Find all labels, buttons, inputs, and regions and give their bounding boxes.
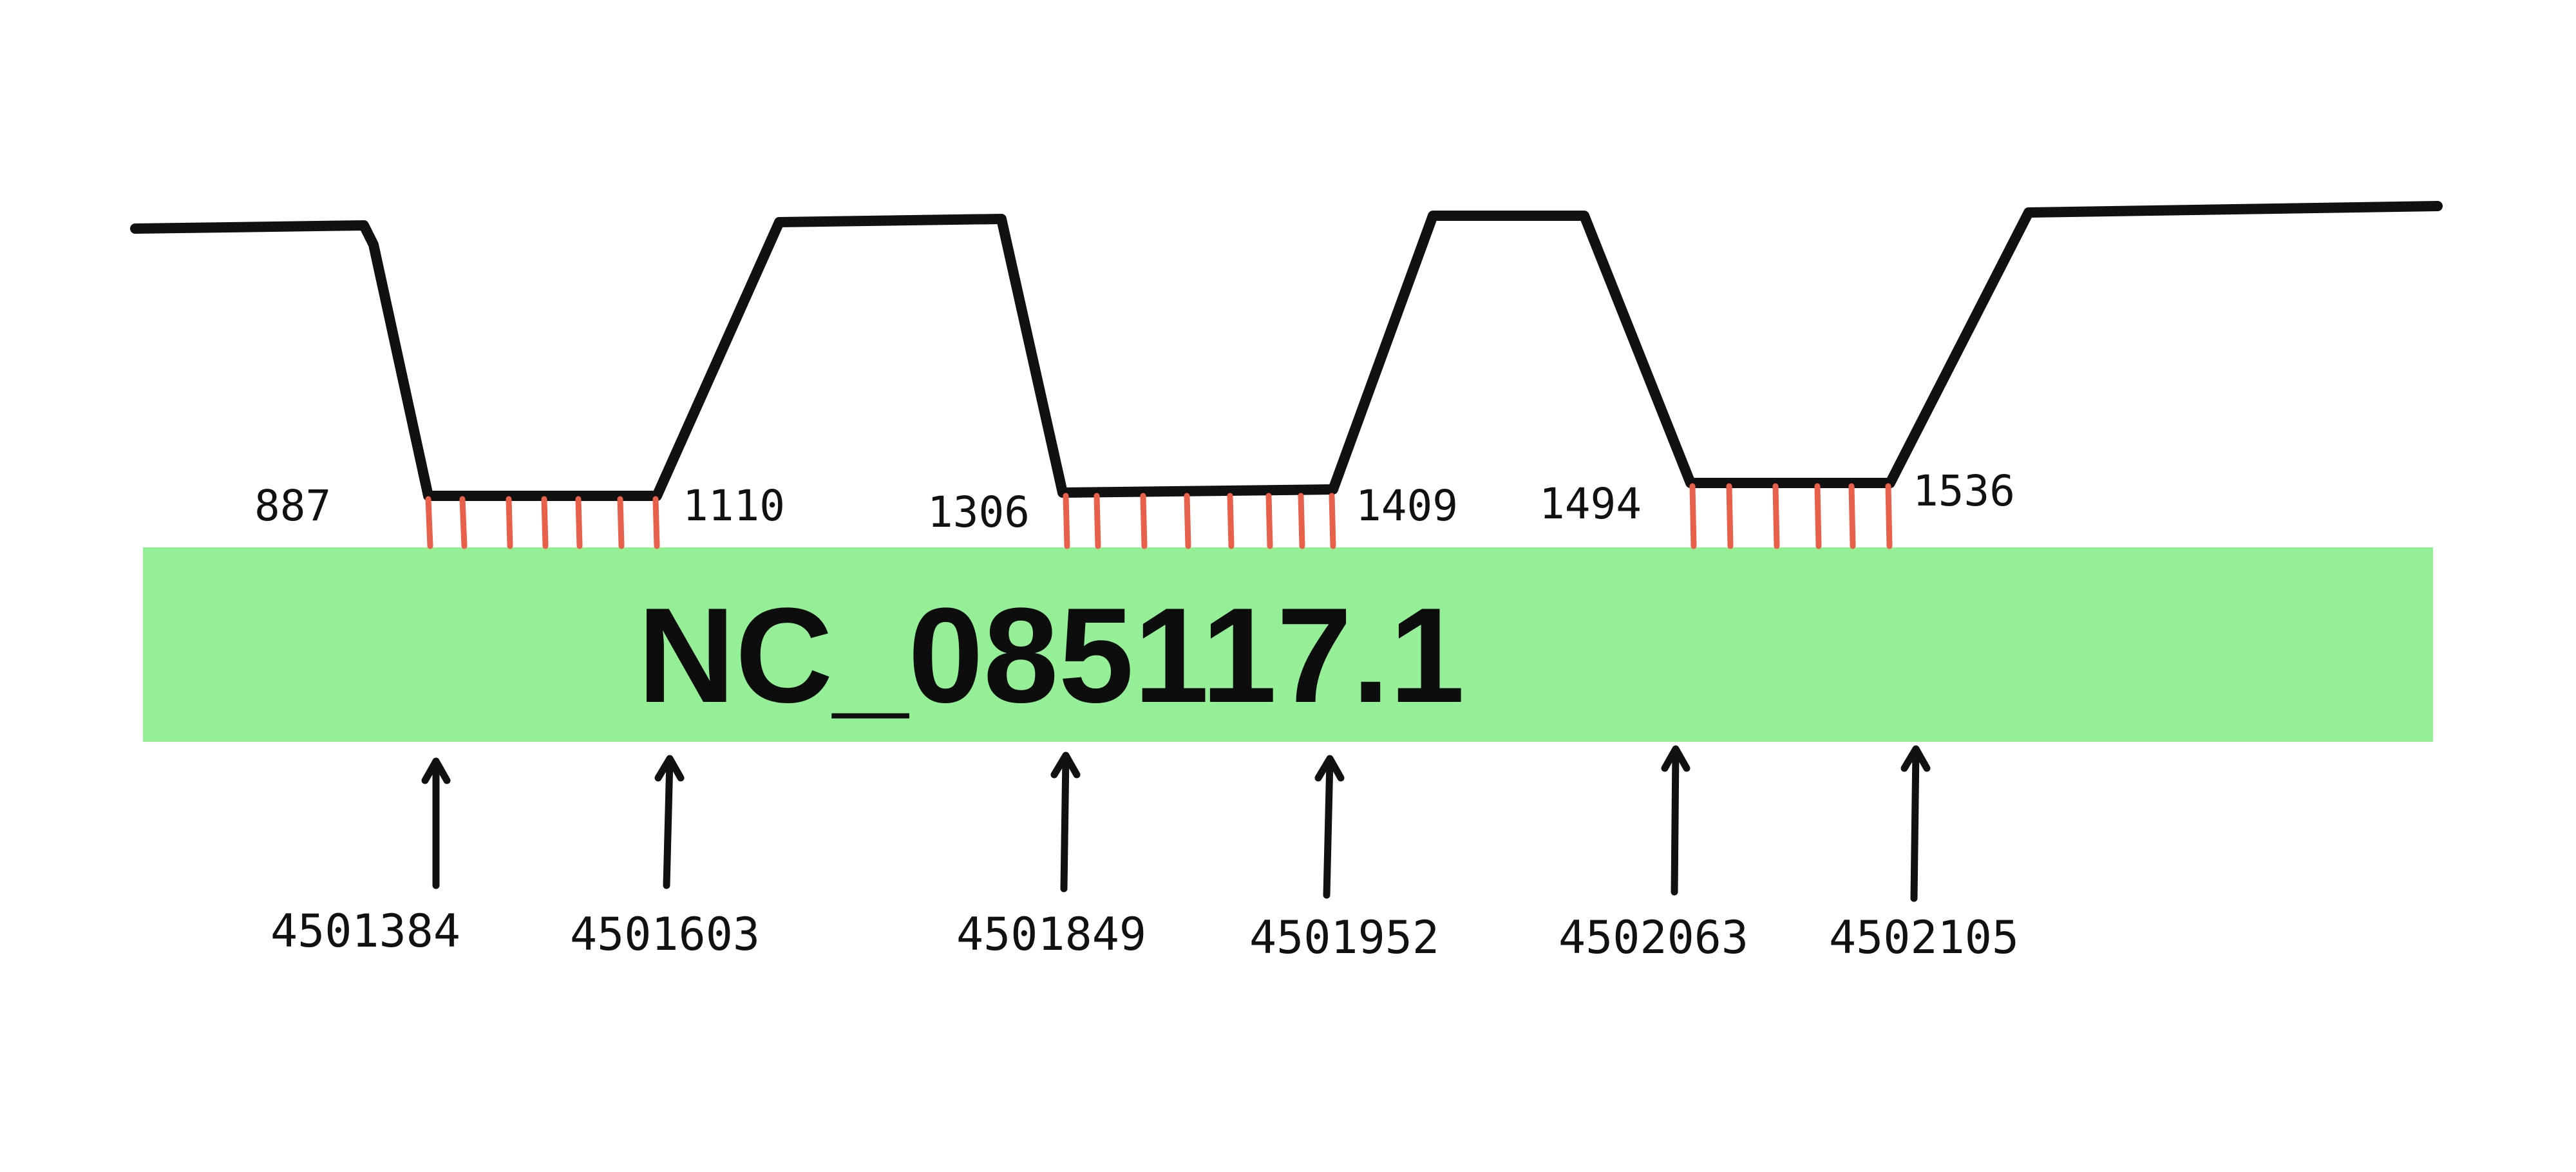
arrow-up-icon [1900, 745, 1931, 902]
alignment-tick [425, 496, 433, 549]
genome-start-label: 4501384 [270, 905, 460, 958]
alignment-tick [541, 496, 549, 549]
reference-sequence-bar [143, 547, 2433, 742]
alignment-tick [1227, 493, 1235, 549]
read-start-label: 1306 [927, 487, 1030, 537]
alignment-tick [1094, 493, 1101, 549]
genome-start-label: 4502063 [1558, 911, 1748, 964]
read-end-label: 1536 [1913, 466, 2015, 516]
alignment-tick [1726, 483, 1734, 549]
alignment-ticks-block-3 [1689, 483, 1893, 549]
alignment-tick [575, 496, 583, 549]
read-start-label: 887 [254, 481, 331, 531]
read-end-label: 1110 [683, 481, 785, 531]
alignment-tick [1329, 493, 1336, 549]
alignment-tick [1063, 493, 1070, 549]
alignment-ticks-block-1 [425, 496, 660, 549]
alignment-tick [506, 496, 513, 549]
genome-start-label: 4501849 [956, 908, 1146, 961]
alignment-ticks-block-2 [1063, 493, 1336, 549]
alignment-tick [617, 496, 625, 549]
sequence-label: NC_085117.1 [638, 580, 1464, 731]
alignment-tick [1298, 493, 1305, 549]
arrow-up-icon [421, 757, 451, 889]
alignment-tick [1184, 493, 1191, 549]
genome-end-label: 4501952 [1249, 911, 1439, 964]
read-start-label: 1494 [1539, 479, 1642, 529]
alignment-tick [1772, 483, 1780, 549]
genome-end-label: 4501603 [570, 908, 760, 961]
arrow-up-icon [1661, 745, 1690, 896]
read-trace [130, 201, 2443, 501]
alignment-tick [1814, 483, 1822, 549]
arrow-up-icon [1050, 751, 1081, 893]
alignment-tick [459, 496, 468, 549]
genome-end-label: 4502105 [1829, 911, 2019, 964]
alignment-tick [1848, 483, 1856, 549]
read-end-label: 1409 [1356, 481, 1458, 531]
alignment-tick [1885, 483, 1893, 549]
alignment-tick [1689, 483, 1697, 549]
arrow-up-icon [1314, 755, 1345, 899]
alignment-tick [652, 496, 660, 549]
alignment-tick [1140, 493, 1148, 549]
arrow-up-icon [654, 755, 685, 889]
alignment-tick [1265, 493, 1273, 549]
